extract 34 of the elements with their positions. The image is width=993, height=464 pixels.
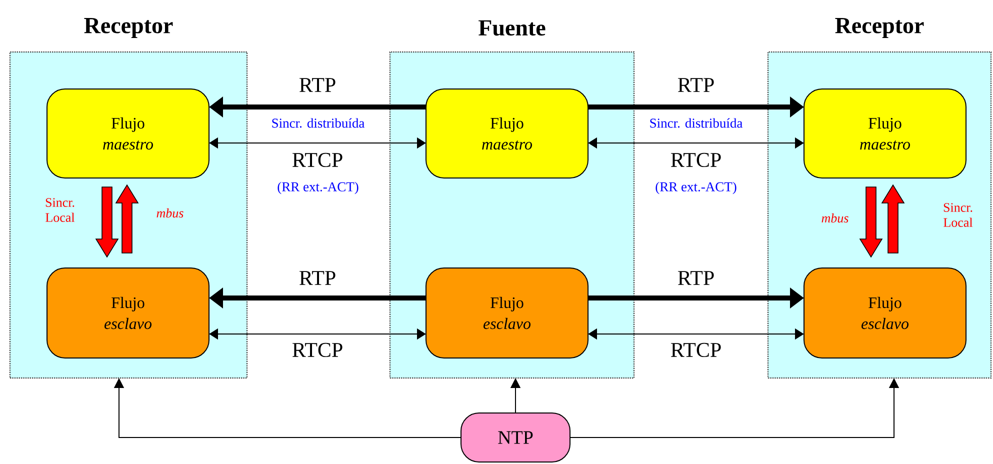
block-arrow <box>859 186 883 258</box>
note-label: Sincr. distribuída <box>272 118 364 128</box>
arrow <box>588 137 804 149</box>
edge-label: RTP <box>678 271 714 285</box>
edge-label: mbus <box>156 208 184 218</box>
edge-label: RTCP <box>671 152 721 168</box>
edge-label: RTCP <box>671 342 721 358</box>
stream-box: Flujo maestro <box>426 88 588 178</box>
arrow <box>588 328 804 340</box>
note-label: Sincr. distribuída <box>650 118 742 128</box>
edge-label: mbus <box>822 213 848 223</box>
ntp-box: NTP <box>460 412 570 462</box>
panel-heading: Fuente <box>478 20 546 36</box>
edge-label: Sincr. Local <box>944 203 973 227</box>
panel-heading: Receptor <box>835 18 924 38</box>
block-arrow <box>115 184 139 254</box>
edge-label: RTP <box>678 78 714 92</box>
stream-box: Flujo esclavo <box>46 268 210 358</box>
note-label: (RR ext.-ACT) <box>278 182 358 194</box>
arrow <box>209 328 426 340</box>
edge-label: RTCP <box>292 342 342 358</box>
stream-box: Flujo maestro <box>46 88 210 178</box>
panel-heading: Receptor <box>84 18 173 38</box>
edge-label: RTP <box>300 271 336 285</box>
block-arrow <box>881 184 905 254</box>
stream-box: Flujo esclavo <box>426 268 588 358</box>
edge-label: RTP <box>300 78 336 92</box>
note-label: (RR ext.-ACT) <box>656 182 736 194</box>
stream-box: Flujo esclavo <box>804 268 966 358</box>
edge-label: Sincr. Local <box>46 198 75 222</box>
block-arrow <box>95 186 119 258</box>
edge-label: RTCP <box>292 152 342 168</box>
arrow <box>209 137 426 149</box>
stream-box: Flujo maestro <box>804 88 966 178</box>
